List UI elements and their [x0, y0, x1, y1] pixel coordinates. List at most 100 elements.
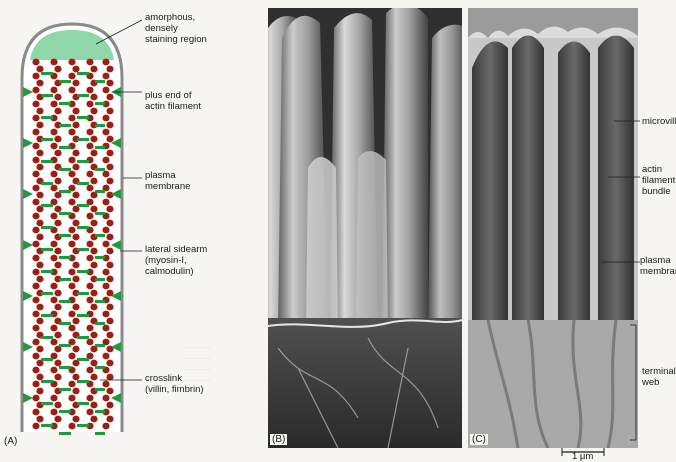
actin-subunit	[90, 332, 97, 339]
actin-subunit	[72, 388, 79, 395]
actin-subunit	[86, 101, 93, 108]
actin-subunit	[36, 416, 43, 423]
crosslink-bar	[41, 358, 53, 361]
actin-subunit	[32, 185, 39, 192]
actin-subunit	[86, 367, 93, 374]
callout-crosslink: crosslink (villin, fimbrin)	[145, 373, 204, 395]
actin-subunit	[86, 339, 93, 346]
actin-subunit	[72, 276, 79, 283]
actin-subunit	[102, 227, 109, 234]
crosslink-bar	[59, 300, 71, 303]
actin-subunit	[68, 325, 75, 332]
actin-subunit	[32, 143, 39, 150]
actin-subunit	[72, 416, 79, 423]
actin-subunit	[68, 241, 75, 248]
actin-subunit	[32, 269, 39, 276]
actin-subunit	[86, 255, 93, 262]
microvillus-diagram	[0, 0, 265, 462]
crosslink-bar	[41, 292, 53, 295]
actin-subunit	[32, 87, 39, 94]
actin-subunit	[50, 241, 57, 248]
crosslink-bar	[41, 380, 53, 383]
crosslink-bar	[59, 344, 71, 347]
actin-subunit	[68, 129, 75, 136]
actin-subunit	[50, 185, 57, 192]
callout-plasma-membrane-a: plasma membrane	[145, 170, 190, 192]
crosslink-bar	[59, 410, 71, 413]
actin-subunit	[106, 318, 113, 325]
actin-subunit	[68, 115, 75, 122]
actin-subunit	[102, 241, 109, 248]
callout-amorphous-region: amorphous, densely staining region	[145, 12, 207, 45]
actin-subunit	[86, 59, 93, 66]
actin-subunit	[86, 185, 93, 192]
actin-subunit	[54, 402, 61, 409]
crosslink-bar	[77, 358, 89, 361]
crosslink-bar	[41, 226, 53, 229]
actin-subunit	[54, 290, 61, 297]
actin-subunit	[36, 192, 43, 199]
crosslink-bar	[95, 80, 105, 83]
actin-subunit	[54, 150, 61, 157]
crosslink-bar	[95, 234, 105, 237]
crosslink-bar	[77, 336, 89, 339]
crosslink-bar	[95, 344, 105, 347]
actin-subunit	[32, 339, 39, 346]
crosslink-bar	[77, 72, 89, 75]
actin-subunit	[90, 66, 97, 73]
crosslink-bar	[41, 314, 53, 317]
crosslink-bar	[59, 168, 71, 171]
crosslink-bar	[59, 278, 71, 281]
actin-subunit	[32, 73, 39, 80]
crosslink-bar	[41, 138, 53, 141]
actin-subunit	[72, 122, 79, 129]
actin-subunit	[106, 276, 113, 283]
actin-subunit	[90, 136, 97, 143]
actin-subunit	[106, 416, 113, 423]
actin-subunit	[106, 80, 113, 87]
actin-subunit	[36, 80, 43, 87]
actin-subunit	[102, 283, 109, 290]
actin-subunit	[36, 262, 43, 269]
crosslink-bar	[41, 270, 53, 273]
actin-subunit	[36, 108, 43, 115]
actin-subunit	[36, 346, 43, 353]
crosslink-bar	[95, 168, 105, 171]
crosslink-bar	[41, 116, 53, 119]
crosslink-bar	[77, 94, 89, 97]
actin-subunit	[102, 199, 109, 206]
crosslink-bar	[95, 432, 105, 435]
actin-subunit	[86, 283, 93, 290]
actin-subunit	[86, 325, 93, 332]
actin-subunit	[54, 108, 61, 115]
actin-subunit	[102, 87, 109, 94]
actin-subunit	[106, 388, 113, 395]
actin-subunit	[106, 248, 113, 255]
actin-subunit	[32, 59, 39, 66]
crosslink-bar	[59, 80, 71, 83]
actin-subunit	[106, 136, 113, 143]
actin-subunit	[102, 157, 109, 164]
actin-subunit	[54, 374, 61, 381]
crosslink-bar	[41, 248, 53, 251]
actin-subunit	[32, 381, 39, 388]
actin-subunit	[90, 206, 97, 213]
actin-subunit	[86, 297, 93, 304]
actin-subunit	[72, 108, 79, 115]
actin-subunit	[32, 115, 39, 122]
actin-subunit	[72, 318, 79, 325]
actin-subunit	[32, 241, 39, 248]
crosslink-bar	[59, 212, 71, 215]
actin-subunit	[50, 129, 57, 136]
panel-b-micrograph: (B)	[268, 8, 462, 448]
crosslink-bar	[59, 124, 71, 127]
actin-subunit	[102, 171, 109, 178]
crosslink-bar	[59, 256, 71, 259]
actin-subunit	[68, 73, 75, 80]
actin-subunit	[86, 87, 93, 94]
actin-subunit	[50, 255, 57, 262]
crosslink-bar	[41, 204, 53, 207]
crosslink-bar	[95, 256, 105, 259]
actin-subunit	[90, 402, 97, 409]
actin-subunit	[68, 269, 75, 276]
